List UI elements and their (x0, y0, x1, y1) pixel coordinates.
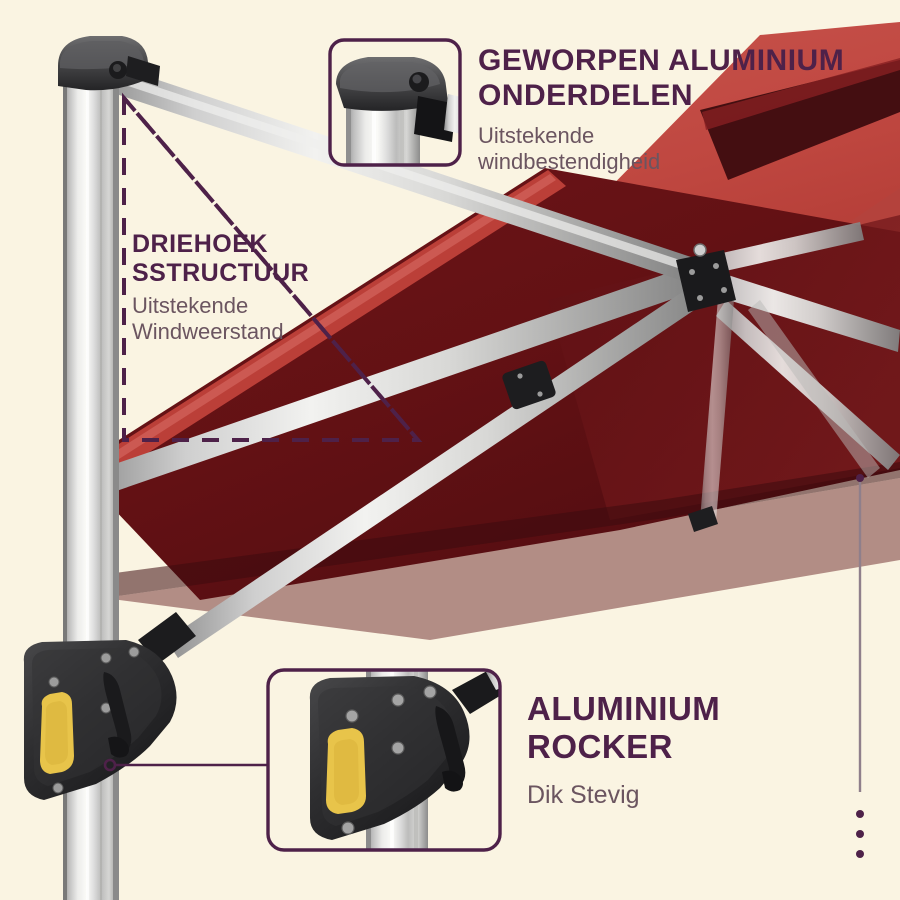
rocker-mechanism (23, 612, 196, 800)
dashed-triangle-hypotenuse (122, 96, 420, 442)
callout-title: GEWORPEN ALUMINIUM ONDERDELEN (478, 44, 878, 114)
callout-title-line1: GEWORPEN ALUMINIUM (478, 44, 845, 77)
callout-subtitle-line2: Windweerstand (132, 318, 284, 344)
callout-aluminium-rocker: ALUMINIUM ROCKER Dik Stevig (527, 690, 857, 810)
dashed-triangle-annotation (122, 92, 423, 442)
callout-subtitle: Uitstekende Windweerstand (132, 293, 382, 345)
pole-cap-inset (328, 38, 462, 167)
callout-subtitle-line1: Uitstekende (478, 122, 595, 148)
rocker-inset (266, 668, 502, 852)
callout-title: ALUMINIUM ROCKER (527, 690, 857, 767)
callout-subtitle: Uitstekende windbestendigheid (478, 123, 878, 175)
callout-subtitle-line2: windbestendigheid (478, 148, 661, 174)
callout-cast-aluminium-parts: GEWORPEN ALUMINIUM ONDERDELEN Uitstekend… (478, 44, 878, 175)
callout-subtitle-line1: Dik Stevig (527, 780, 640, 809)
callout-title: DRIEHOEK SSTRUCTUUR (132, 230, 382, 288)
height-measure-line (856, 474, 864, 858)
rocker-leader-line (103, 758, 268, 772)
callout-title-line2: ROCKER (527, 728, 674, 766)
rib-bracket (502, 360, 556, 410)
callout-title-line1: ALUMINIUM (527, 690, 721, 727)
rib-bracket (676, 250, 736, 312)
callout-title-line2: SSTRUCTUUR (132, 259, 310, 287)
pole-cap (58, 36, 160, 91)
callout-title-line1: DRIEHOEK (132, 230, 268, 258)
callout-title-line2: ONDERDELEN (478, 78, 694, 112)
callout-subtitle-line1: Uitstekende (132, 293, 249, 318)
callout-subtitle: Dik Stevig (527, 781, 857, 811)
callout-triangle-structure: DRIEHOEK SSTRUCTUUR Uitstekende Windweer… (132, 230, 382, 345)
